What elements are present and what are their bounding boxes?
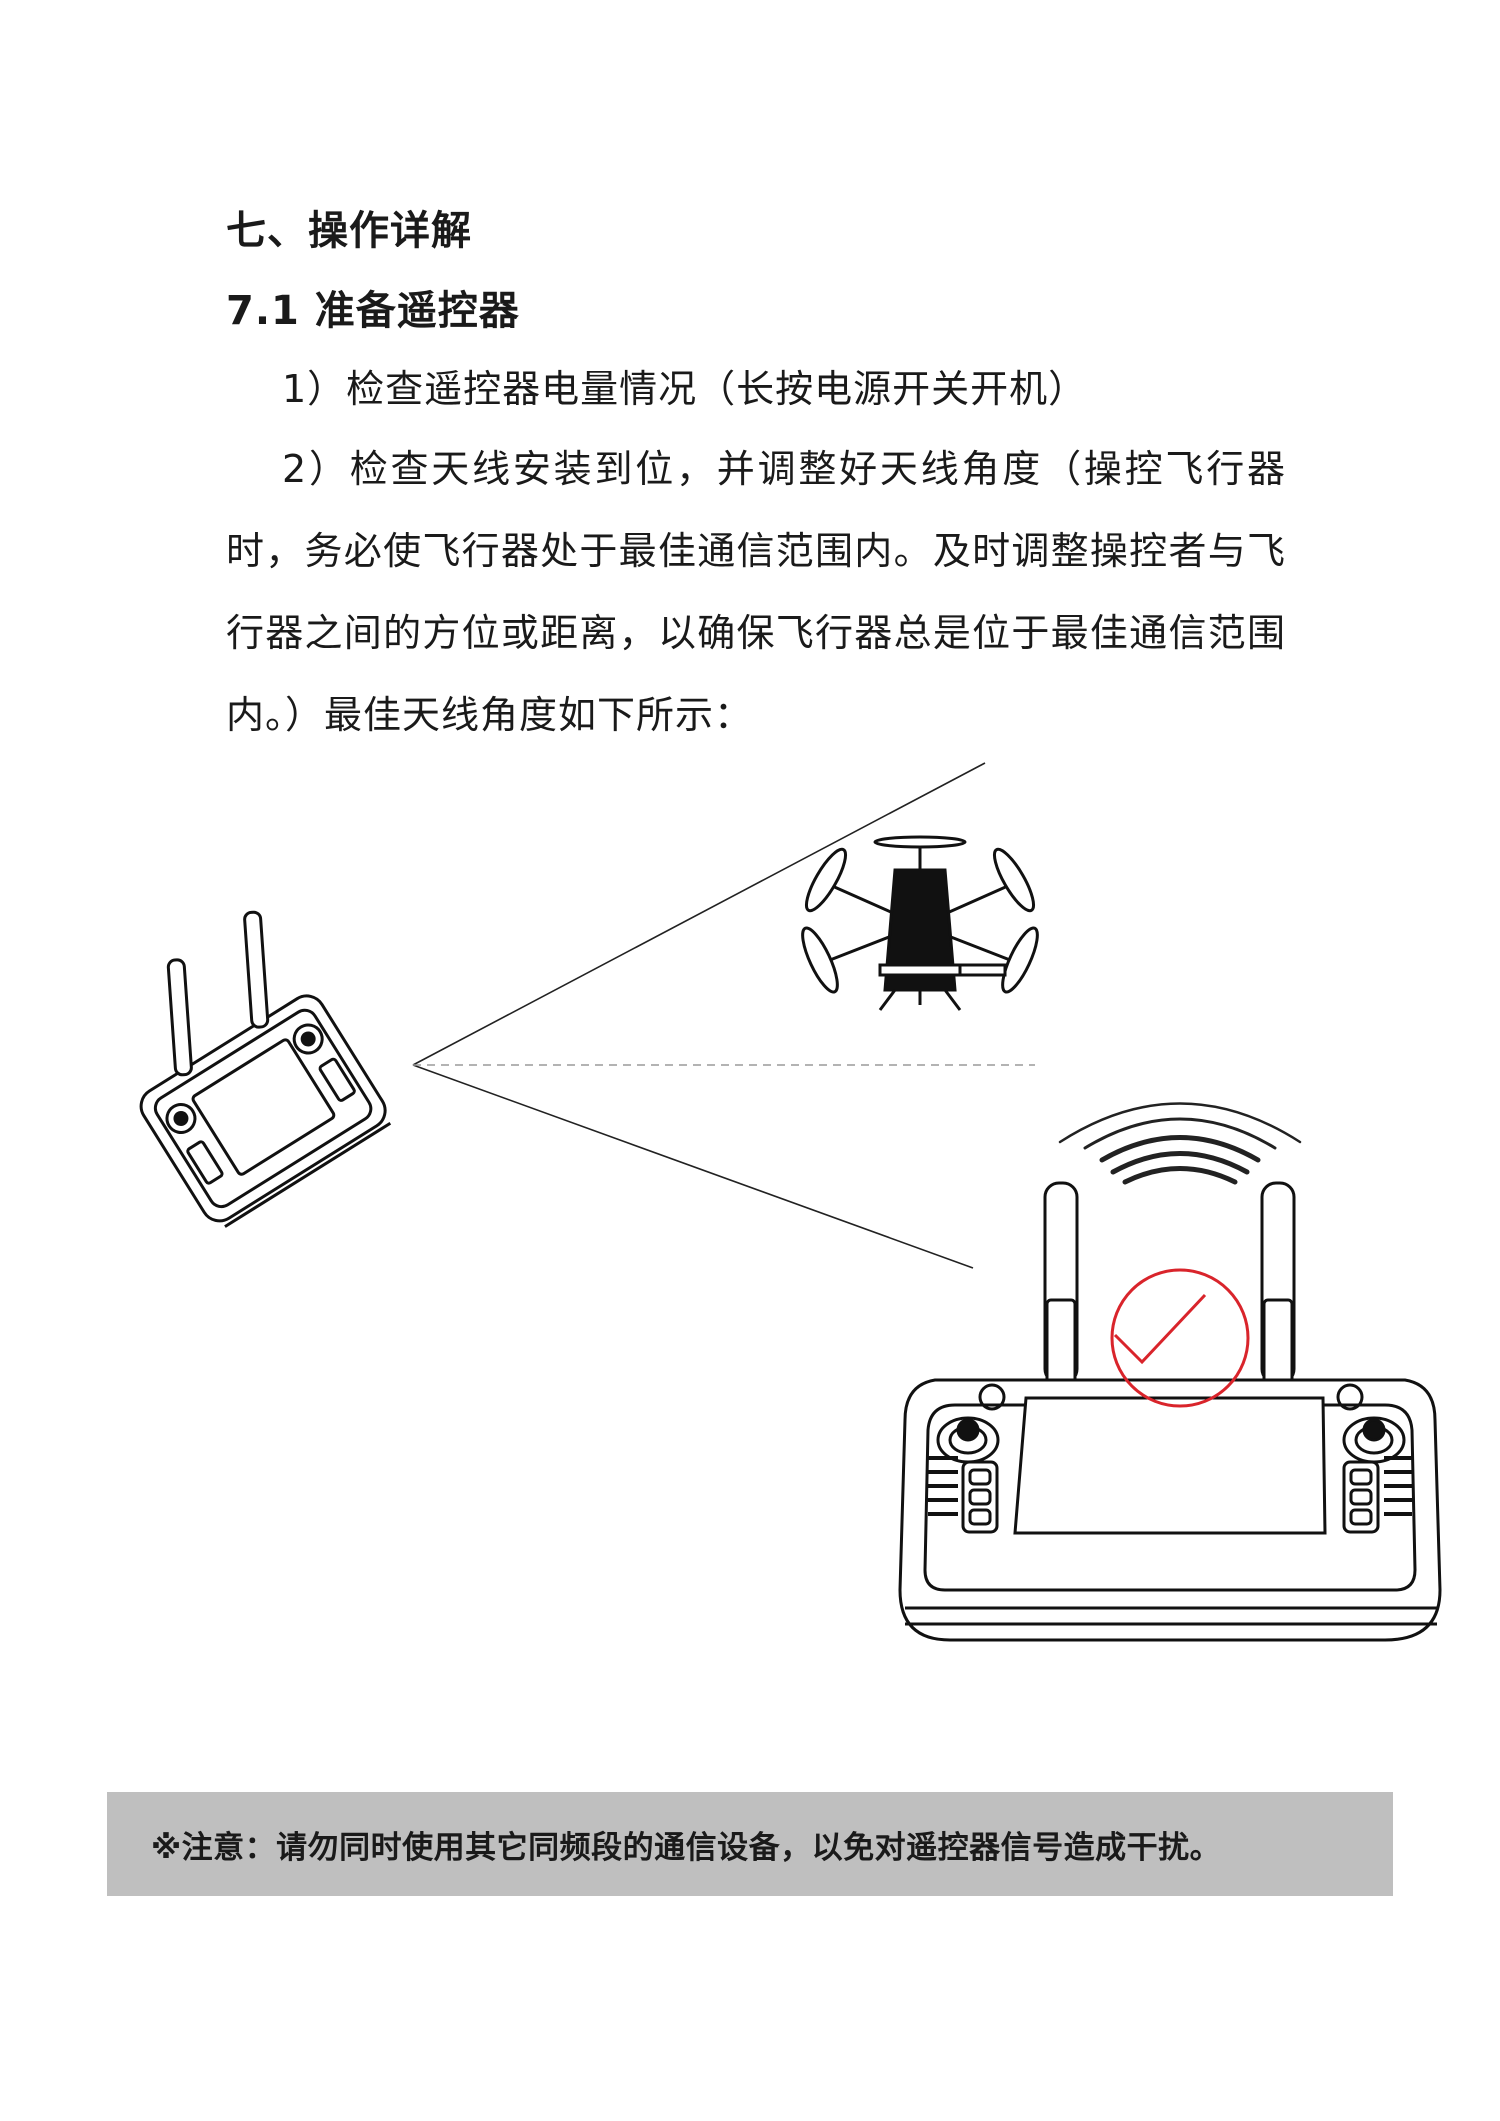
tilted-controller-icon <box>139 910 392 1228</box>
notice-box: ※注意：请勿同时使用其它同频段的通信设备，以免对遥控器信号造成干扰。 <box>107 1792 1393 1896</box>
subsection-title: 7.1 准备遥控器 <box>226 288 520 334</box>
drone-icon <box>801 835 1039 1011</box>
notice-text: ※注意：请勿同时使用其它同频段的通信设备，以免对遥控器信号造成干扰。 <box>151 1829 1222 1866</box>
front-controller-icon <box>898 1181 1442 1642</box>
antenna-angle-figure <box>0 740 1500 1700</box>
step-1-text: 1）检查遥控器电量情况（长按电源开关开机） <box>282 367 1088 411</box>
signal-cone-lines <box>412 762 1035 1269</box>
section-title: 七、操作详解 <box>226 208 472 254</box>
signal-waves-icon <box>1058 1102 1302 1185</box>
check-mark-icon <box>1110 1268 1250 1408</box>
step-2-text: 2）检查天线安装到位，并调整好天线角度（操控飞行器时，务必使飞行器处于最佳通信范… <box>226 447 1286 737</box>
